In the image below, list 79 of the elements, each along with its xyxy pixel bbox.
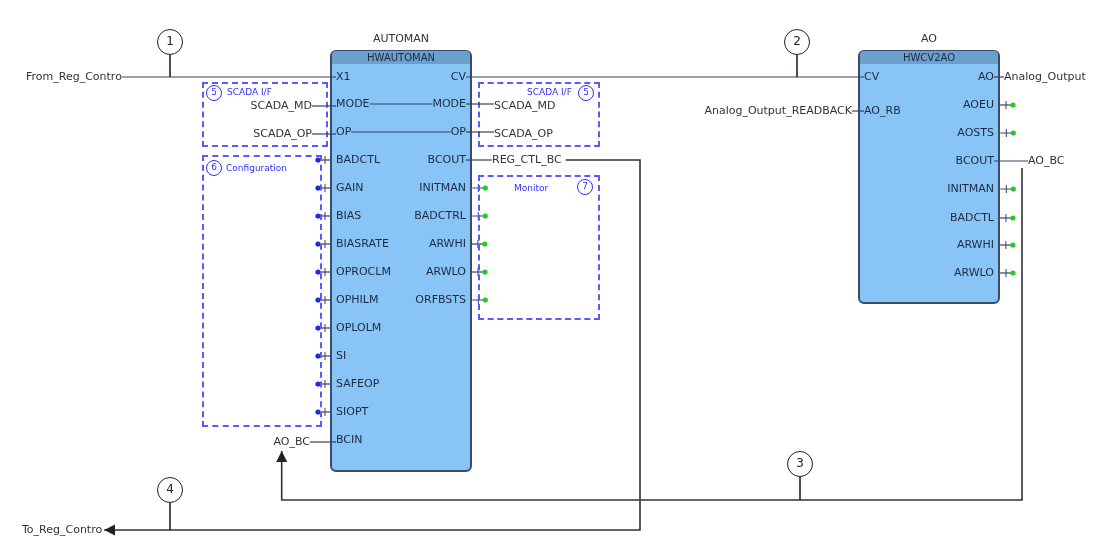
pin-label: BCIN — [336, 433, 363, 447]
pin-label: SI — [336, 349, 347, 362]
pin-label: MODE — [336, 97, 370, 111]
pin-label: OPHILM — [336, 293, 379, 306]
signal-wire — [309, 441, 337, 443]
leader-line — [796, 54, 798, 78]
pin-label: AO_RB — [864, 104, 901, 118]
callout-number: 4 — [157, 477, 183, 503]
pin-label: ORFBSTS — [415, 293, 466, 306]
group-title: SCADA I/F — [227, 87, 272, 98]
signal-wire — [311, 133, 337, 135]
signal-tag: Analog_Output_READBACK — [704, 104, 852, 118]
pin-label: SAFEOP — [336, 377, 380, 390]
signal-wire — [465, 76, 865, 78]
pin-label: AO — [978, 70, 994, 84]
signal-wire — [350, 131, 452, 133]
pin-label: BCOUT — [427, 153, 466, 167]
callout-number: 2 — [784, 29, 810, 55]
pin-label: SIOPT — [336, 405, 369, 418]
signal-tag: From_Reg_Contro — [26, 70, 122, 84]
pin-label: MODE — [432, 97, 466, 111]
pin-label: X1 — [336, 70, 351, 84]
callout-number: 3 — [787, 451, 813, 477]
pin-label: BIASRATE — [336, 237, 389, 250]
leader-line — [169, 502, 171, 531]
signal-wire — [993, 160, 1029, 162]
pin-label: INITMAN — [947, 182, 994, 195]
pin-label: GAIN — [336, 181, 364, 194]
signal-tag: To_Reg_Contro — [22, 523, 103, 537]
pin-label: BADCTRL — [414, 209, 466, 222]
pin-label: INITMAN — [419, 181, 466, 194]
signal-wire — [465, 103, 495, 105]
signal-tag: SCADA_OP — [494, 127, 553, 141]
callout-number: 1 — [157, 29, 183, 55]
signal-wire — [993, 76, 1005, 78]
signal-wire — [369, 103, 433, 105]
signal-tag: SCADA_MD — [250, 99, 312, 113]
dashed-group-frame — [202, 82, 328, 147]
pin-label: AOEU — [963, 98, 994, 111]
dashed-group-frame — [202, 155, 322, 427]
block-name: AUTOMAN — [371, 32, 431, 46]
group-title: Monitor — [514, 183, 549, 194]
signal-wire — [311, 105, 337, 107]
arrow — [103, 159, 641, 536]
signal-tag: SCADA_OP — [253, 127, 312, 141]
signal-wire — [465, 131, 495, 133]
signal-wire — [121, 76, 337, 78]
pin-label: BADCTL — [336, 153, 381, 166]
pin-label: BADCTL — [949, 211, 994, 224]
pin-label: OP — [450, 125, 466, 139]
block-name: AO — [920, 32, 938, 46]
signal-tag: Analog_Output — [1004, 70, 1086, 84]
pin-label: ARWHI — [428, 237, 466, 250]
signal-tag: AO_BC — [1028, 154, 1065, 168]
pin-label: CV — [450, 70, 466, 84]
pin-label: OPLOLM — [336, 321, 382, 334]
dashed-group-frame — [478, 175, 600, 320]
pin-label: OPROCLM — [336, 265, 391, 278]
signal-tag: AO_BC — [273, 435, 310, 449]
signal-wire — [465, 159, 493, 161]
pin-label: OP — [336, 125, 352, 139]
signal-tag: SCADA_MD — [494, 99, 556, 113]
pin-label: AOSTS — [957, 126, 994, 139]
leader-line — [799, 476, 801, 501]
arrow — [276, 167, 1023, 501]
block-type-header: HWAUTOMAN — [332, 51, 470, 64]
group-title: SCADA I/F — [527, 87, 572, 98]
pin-label: BIAS — [336, 209, 362, 222]
signal-tag: REG_CTL_BC — [492, 153, 562, 167]
block-type-header: HWCV2AO — [860, 51, 998, 64]
group-title: Configuration — [226, 163, 288, 174]
dashed-group-frame — [478, 82, 600, 147]
signal-wire — [851, 110, 865, 112]
pin-label: BCOUT — [955, 154, 994, 168]
pin-label: CV — [864, 70, 880, 84]
pin-label: ARWHI — [956, 238, 994, 251]
leader-line — [169, 54, 171, 78]
pin-label: ARWLO — [426, 265, 466, 278]
pin-label: ARWLO — [954, 266, 994, 279]
